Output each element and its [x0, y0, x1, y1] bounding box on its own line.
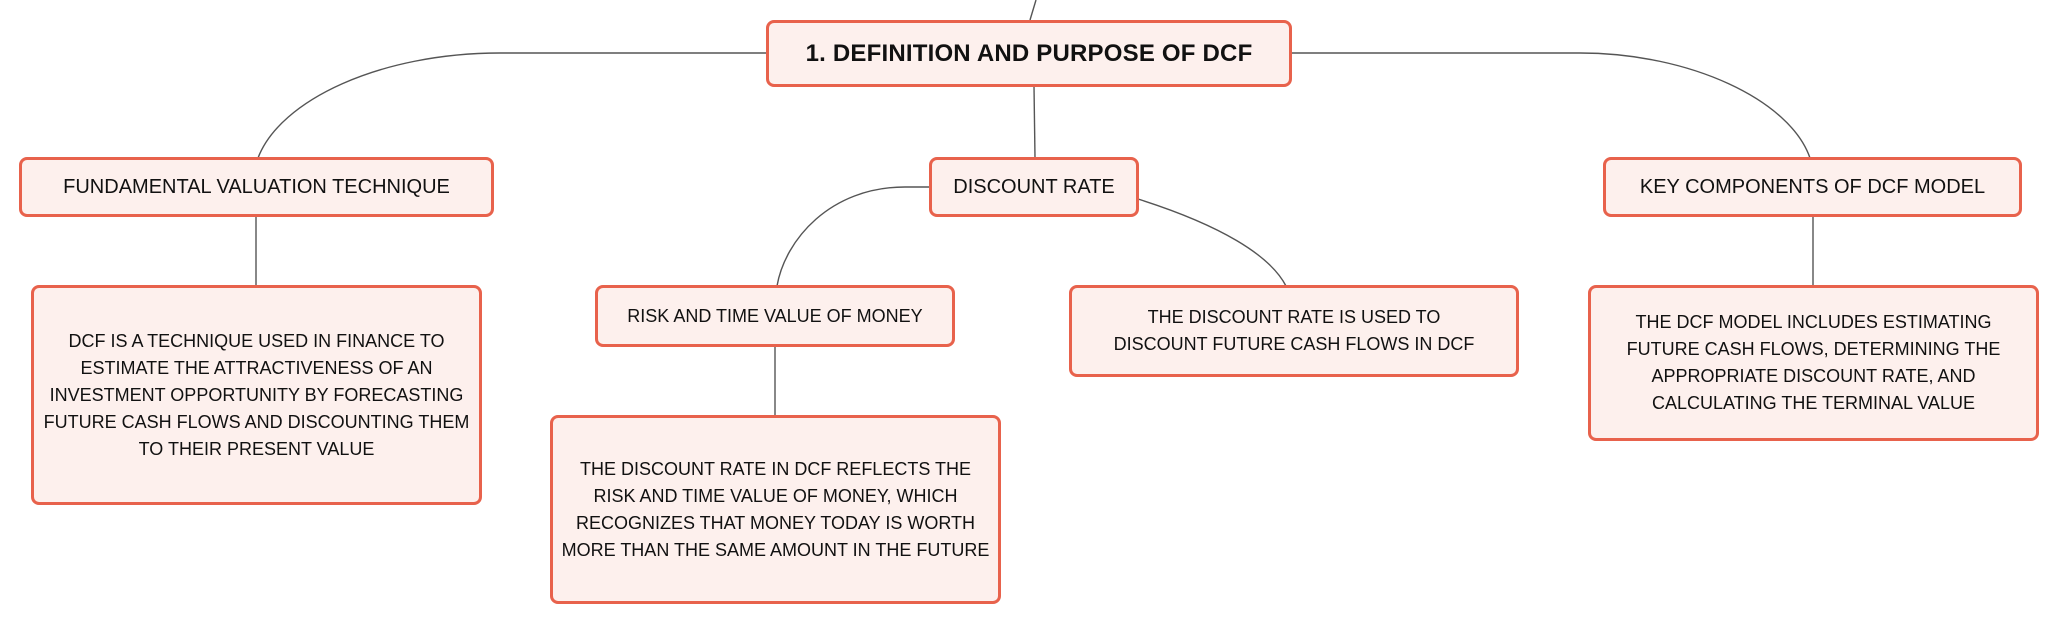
connector-root-to-fundamental [257, 52, 766, 159]
fundamental-valuation-label: FUNDAMENTAL VALUATION TECHNIQUE [63, 175, 450, 198]
discount-rate-node[interactable]: DISCOUNT RATE [929, 157, 1139, 217]
root-node[interactable]: 1. DEFINITION AND PURPOSE OF DCF [766, 20, 1292, 87]
discount-rate-detail-text: THE DISCOUNT RATE IS USED TO DISCOUNT FU… [1113, 307, 1475, 354]
fundamental-valuation-node[interactable]: FUNDAMENTAL VALUATION TECHNIQUE [19, 157, 494, 217]
root-node-label: 1. DEFINITION AND PURPOSE OF DCF [805, 39, 1253, 67]
fundamental-valuation-detail-text: DCF IS A TECHNIQUE USED IN FINANCE TO ES… [43, 330, 470, 459]
connector-root-to-discount-rate [1033, 85, 1036, 159]
key-components-detail-text: THE DCF MODEL INCLUDES ESTIMATING FUTURE… [1626, 312, 2001, 413]
connector-parent-to-root [1029, 0, 1037, 21]
risk-time-value-detail-text: THE DISCOUNT RATE IN DCF REFLECTS THE RI… [561, 458, 990, 560]
discount-rate-label: DISCOUNT RATE [953, 175, 1115, 198]
connector-discount-to-detail [1137, 198, 1287, 287]
fundamental-valuation-detail-node[interactable]: DCF IS A TECHNIQUE USED IN FINANCE TO ES… [31, 285, 482, 505]
risk-time-value-node[interactable]: RISK AND TIME VALUE OF MONEY [595, 285, 955, 347]
connector-discount-to-risk [776, 186, 930, 287]
key-components-detail-node[interactable]: THE DCF MODEL INCLUDES ESTIMATING FUTURE… [1588, 285, 2039, 441]
discount-rate-detail-node[interactable]: THE DISCOUNT RATE IS USED TO DISCOUNT FU… [1069, 285, 1519, 377]
key-components-label: KEY COMPONENTS OF DCF MODEL [1639, 175, 1986, 198]
connector-root-to-components [1291, 52, 1811, 159]
risk-time-value-label: RISK AND TIME VALUE OF MONEY [627, 305, 923, 326]
risk-time-value-detail-node[interactable]: THE DISCOUNT RATE IN DCF REFLECTS THE RI… [550, 415, 1001, 604]
key-components-node[interactable]: KEY COMPONENTS OF DCF MODEL [1603, 157, 2022, 217]
